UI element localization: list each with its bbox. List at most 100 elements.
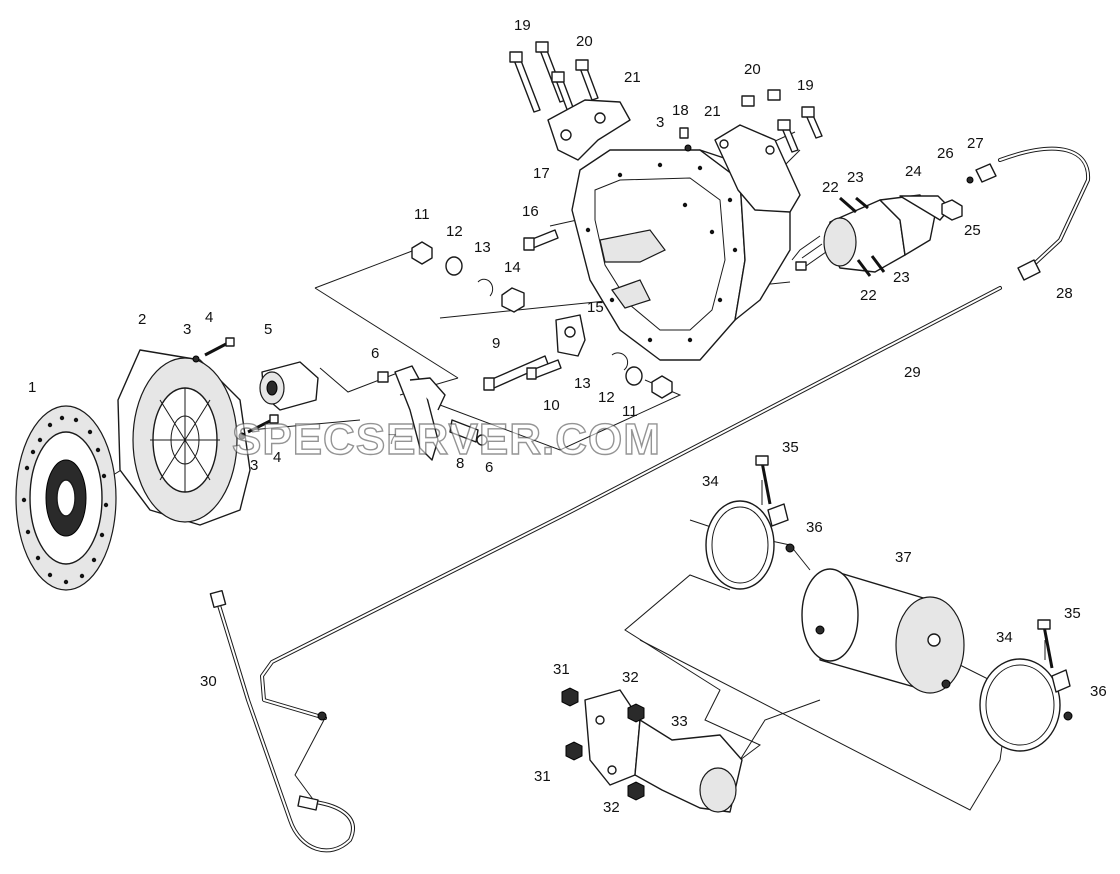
- circlip-13-lower: [611, 352, 629, 371]
- bracket-15: [555, 314, 586, 357]
- bracket-21-right: [714, 124, 801, 213]
- callout-36-b: 36: [1090, 683, 1107, 700]
- callout-1: 1: [28, 379, 36, 396]
- washer-3-upper: [192, 355, 200, 363]
- fitting-28-end: [1017, 259, 1041, 281]
- clutch-servo: [791, 194, 951, 273]
- callout-25: 25: [964, 222, 981, 239]
- callout-13-a: 13: [474, 239, 491, 256]
- callout-3-b: 3: [250, 457, 258, 474]
- pipe-29: [260, 286, 1002, 720]
- callout-4-a: 4: [205, 309, 213, 326]
- callout-27: 27: [967, 135, 984, 152]
- seal-26: [966, 176, 974, 184]
- fitting-27: [975, 163, 997, 183]
- callout-16: 16: [522, 203, 539, 220]
- stud-23-upper: [855, 196, 869, 210]
- nut-20-right-b: [767, 89, 781, 101]
- callout-22-a: 22: [822, 179, 839, 196]
- callout-36-a: 36: [806, 519, 823, 536]
- bolt-20-a: [551, 71, 575, 113]
- bolt-20-b: [575, 59, 599, 101]
- pin-8: [449, 419, 479, 443]
- washer-3-top: [684, 144, 692, 152]
- clutch-disc: [15, 405, 117, 591]
- callout-6-b: 6: [485, 459, 493, 476]
- watermark: SPECSERVER.COM: [232, 415, 661, 464]
- callout-13-b: 13: [574, 375, 591, 392]
- callout-19-b: 19: [797, 77, 814, 94]
- callout-31-b: 31: [534, 768, 551, 785]
- bolt-4-lower: [247, 414, 279, 434]
- nut-14: [501, 287, 525, 313]
- callout-8: 8: [456, 455, 464, 472]
- stud-23-lower: [870, 255, 886, 273]
- bolt-32-lower: [627, 781, 645, 801]
- callout-23-a: 23: [847, 169, 864, 186]
- callout-35-b: 35: [1064, 605, 1081, 622]
- callout-24: 24: [905, 163, 922, 180]
- bracket-33: [584, 689, 743, 813]
- callout-6-a: 6: [371, 345, 379, 362]
- bolt-19-a: [509, 51, 541, 113]
- release-bearing: [259, 361, 319, 411]
- callout-17: 17: [533, 165, 550, 182]
- callout-4-b: 4: [273, 449, 281, 466]
- callout-34-a: 34: [702, 473, 719, 490]
- callout-3-a: 3: [183, 321, 191, 338]
- pipe-30: [216, 600, 355, 853]
- fitting-25: [941, 199, 963, 221]
- callout-26: 26: [937, 145, 954, 162]
- callout-34-b: 34: [996, 629, 1013, 646]
- washer-12-upper: [445, 256, 463, 276]
- release-fork: [394, 365, 446, 461]
- callout-30: 30: [200, 673, 217, 690]
- air-tank-37: [801, 568, 965, 694]
- nut-11-lower: [651, 375, 673, 399]
- callout-23-b: 23: [893, 269, 910, 286]
- callout-19-a: 19: [514, 17, 531, 34]
- callout-35-a: 35: [782, 439, 799, 456]
- bolt-10: [526, 359, 562, 380]
- clip-6-lower: [476, 434, 488, 446]
- callout-21-a: 21: [624, 69, 641, 86]
- callout-7: 7: [388, 431, 396, 448]
- callout-33: 33: [671, 713, 688, 730]
- stud-22-lower: [856, 259, 872, 277]
- nut-11-upper: [411, 241, 433, 265]
- bolt-19-right-a: [777, 119, 799, 153]
- callout-2: 2: [138, 311, 146, 328]
- callout-15: 15: [587, 299, 604, 316]
- callout-31-a: 31: [553, 661, 570, 678]
- callout-12-b: 12: [598, 389, 615, 406]
- bolt-35-lower: [1037, 619, 1054, 669]
- callout-20-b: 20: [744, 61, 761, 78]
- callout-32-a: 32: [622, 669, 639, 686]
- callout-11-a: 11: [414, 206, 430, 223]
- nut-20-right-a: [741, 95, 755, 107]
- callout-5: 5: [264, 321, 272, 338]
- nut-36-upper: [785, 543, 795, 553]
- nut-36-lower: [1063, 711, 1073, 721]
- callout-9: 9: [492, 335, 500, 352]
- circlip-13-upper: [477, 278, 494, 297]
- callout-11-b: 11: [622, 403, 638, 420]
- callout-29: 29: [904, 364, 921, 381]
- callout-3-c: 3: [656, 114, 664, 131]
- washer-12-lower: [625, 366, 643, 386]
- bolt-35-upper: [755, 455, 772, 505]
- washer-3-lower: [238, 432, 246, 440]
- callout-14: 14: [504, 259, 521, 276]
- pipe-28: [998, 146, 1091, 268]
- callout-12-a: 12: [446, 223, 463, 240]
- bolt-16: [523, 229, 559, 251]
- callout-21-b: 21: [704, 103, 721, 120]
- callout-18: 18: [672, 102, 689, 119]
- callout-32-b: 32: [603, 799, 620, 816]
- bolt-32-upper: [627, 703, 645, 723]
- bracket-21-left: [547, 99, 631, 161]
- callouts: 1 2 3 4 5 3 4 6 7 8 6 9 10 11 12 13 14 1…: [28, 17, 1107, 816]
- bolt-4-upper: [204, 337, 235, 357]
